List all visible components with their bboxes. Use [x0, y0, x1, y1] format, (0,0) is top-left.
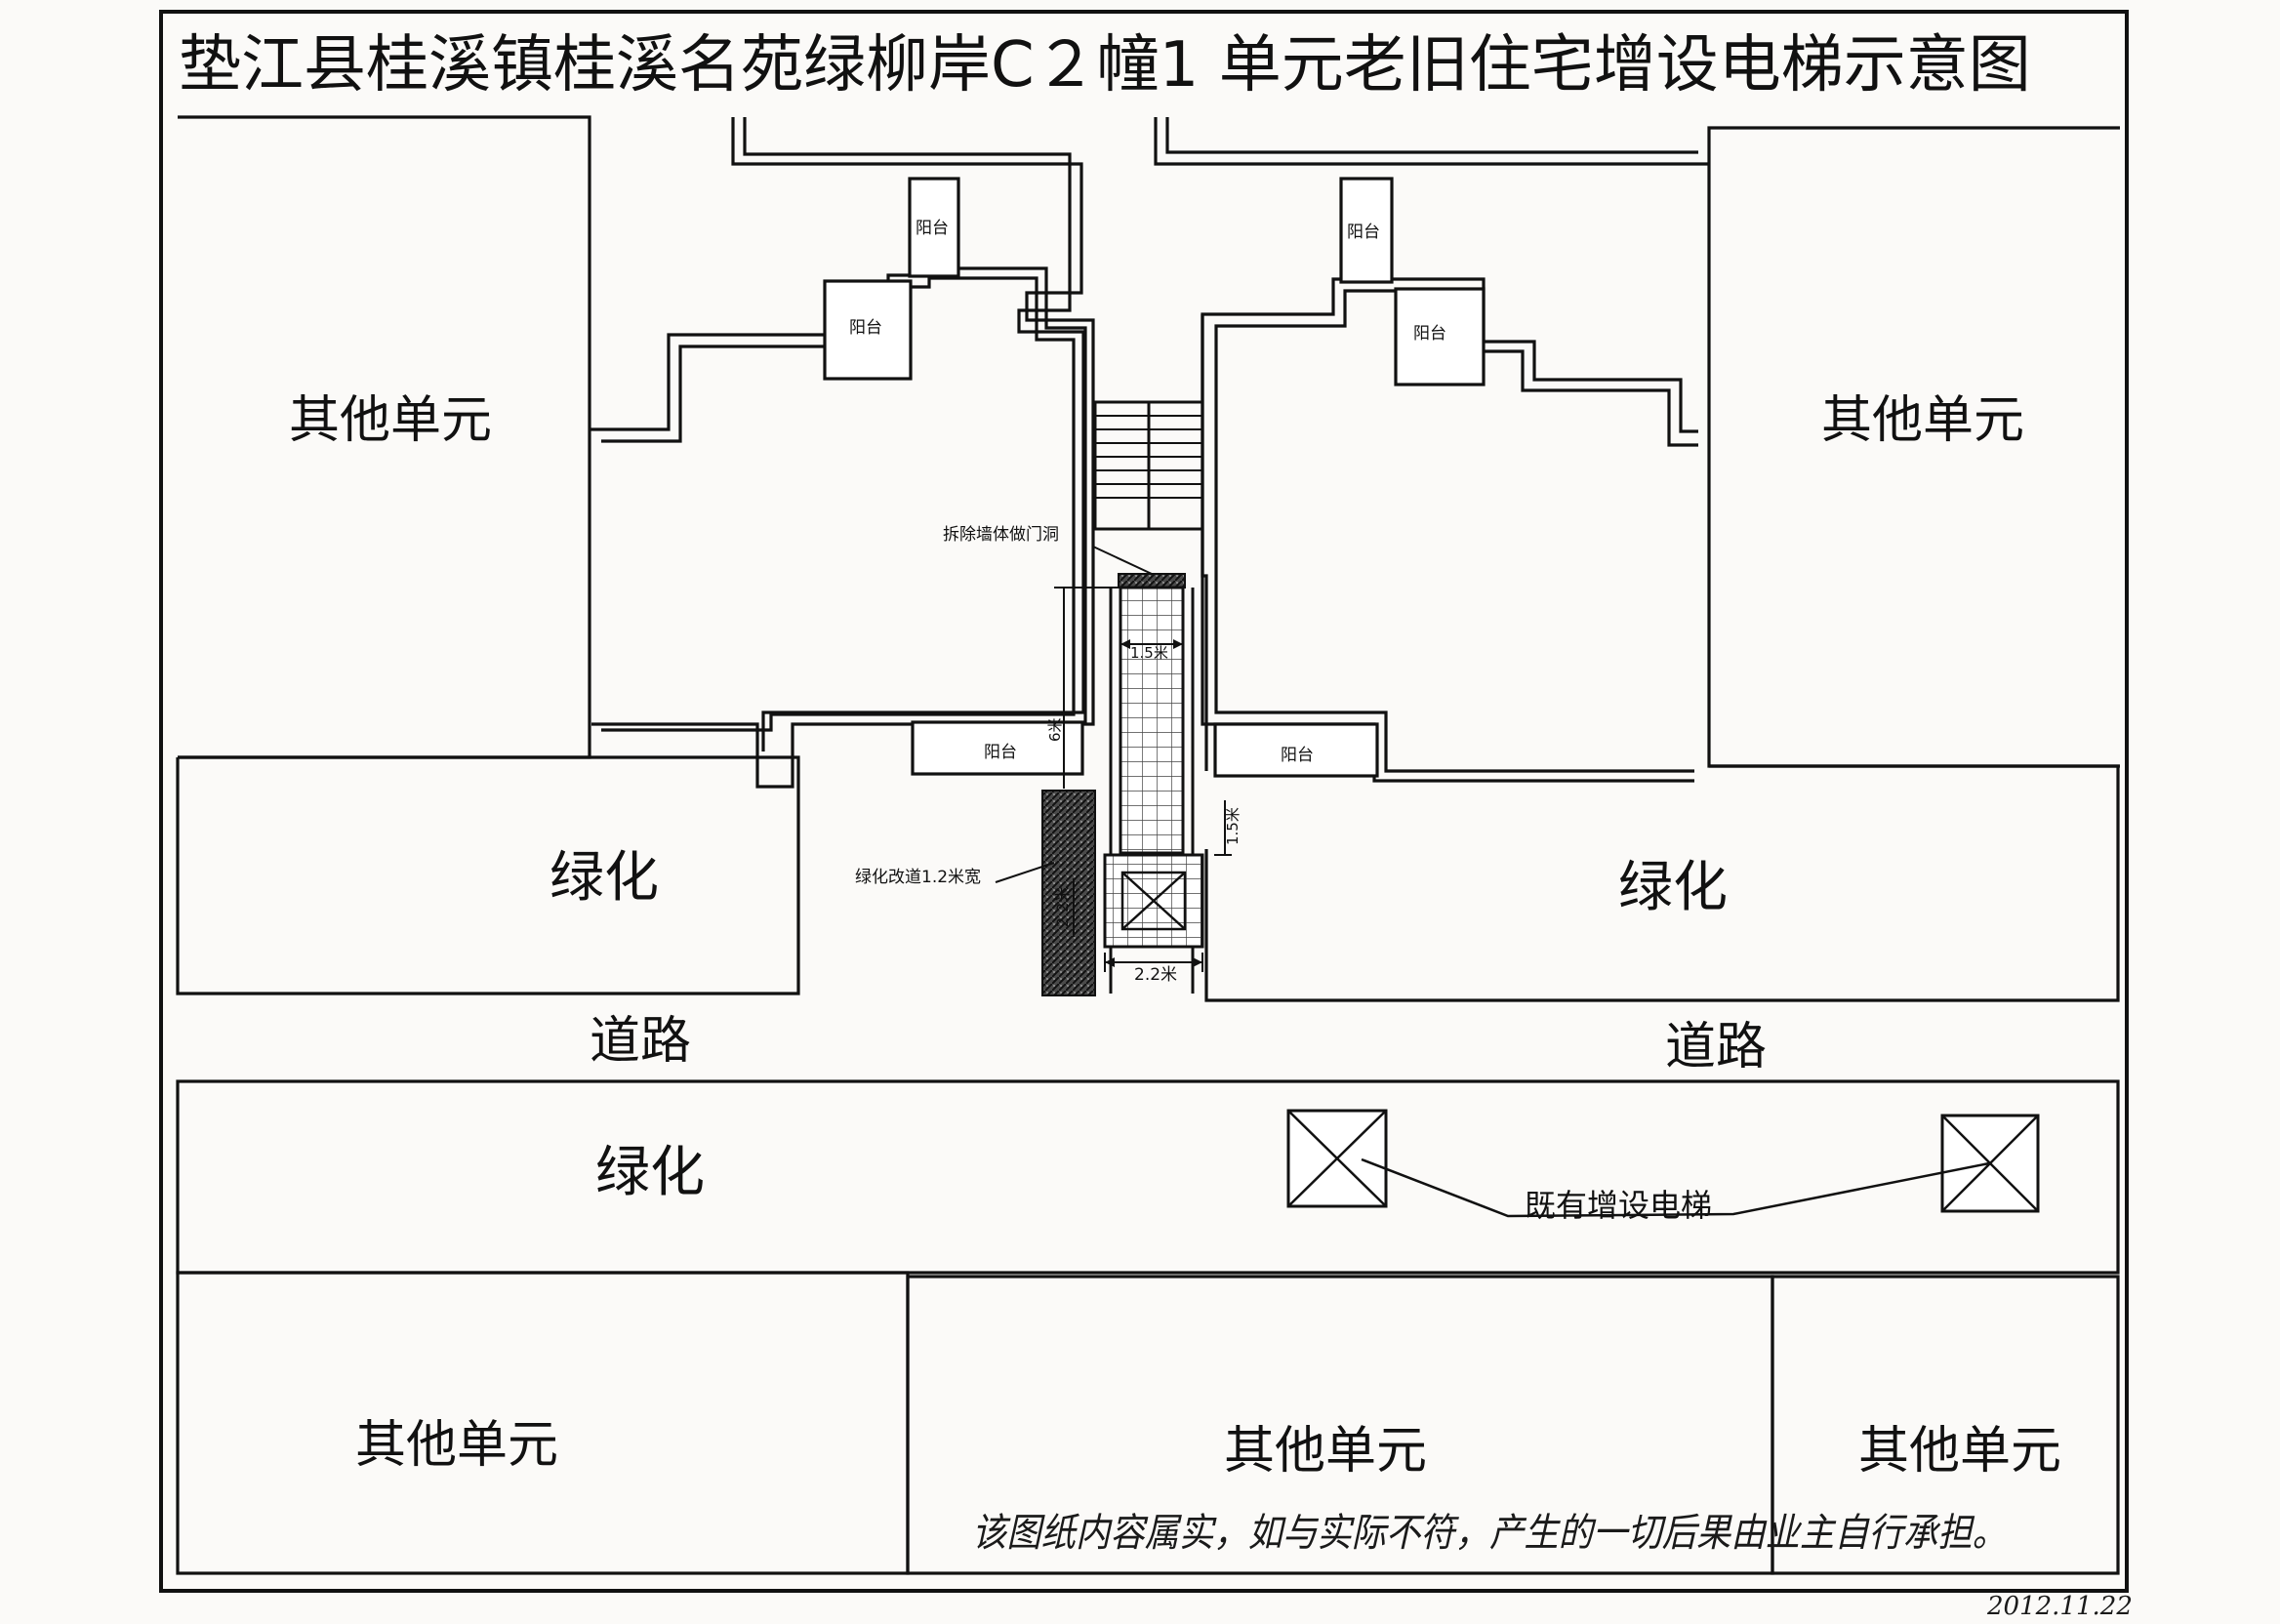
label-balcony-4: 阳台: [1347, 223, 1380, 242]
label-balcony-2: 阳台: [849, 318, 882, 338]
elevator-corridor: [1119, 586, 1185, 855]
right-balcony-upper: [1339, 177, 1394, 284]
left-balcony-middle: [823, 279, 913, 381]
label-road-right: 道路: [1665, 1018, 1767, 1076]
label-balcony-3: 阳台: [984, 743, 1017, 762]
label-balcony-1: 阳台: [916, 219, 949, 238]
label-balcony-5: 阳台: [1413, 324, 1446, 344]
label-road-left: 道路: [590, 1012, 691, 1071]
right-balcony-lower: [1213, 722, 1379, 778]
label-other-unit-bottom-middle: 其他单元: [1224, 1422, 1427, 1481]
label-other-unit-bottom-right: 其他单元: [1858, 1422, 2061, 1481]
dim-shaft-width: 1.5米: [1130, 644, 1168, 662]
handwritten-date: 2012.11.22: [1986, 1592, 2133, 1621]
label-greening-top-left: 绿化: [550, 846, 659, 910]
greening-top-left-outline: [176, 755, 800, 995]
label-other-unit-bottom-left: 其他单元: [355, 1416, 558, 1475]
label-balcony-6: 阳台: [1281, 746, 1314, 765]
left-building-inner-line: [743, 117, 1085, 751]
label-other-unit-top-left: 其他单元: [289, 391, 492, 450]
right-building-outline: [1154, 117, 1708, 166]
right-building-inner-line: [1165, 117, 1698, 154]
left-building-outline: [591, 117, 1095, 789]
greening-top-right-outline: [1204, 764, 2120, 1002]
label-remove-wall: 拆除墙体做门洞: [943, 525, 1059, 545]
left-balcony-lower: [911, 720, 1084, 776]
label-greening-top-right: 绿化: [1618, 856, 1728, 919]
dim-shaft-length: 6米: [1046, 717, 1064, 742]
label-green-path: 绿化改道1.2米宽: [855, 868, 981, 887]
door-opening-hatch: [1118, 573, 1186, 589]
label-existing-elevator: 既有增设电梯: [1525, 1187, 1712, 1224]
greening-bottom-band: [176, 1079, 2120, 1275]
other-unit-bottom-right: [1771, 1275, 2120, 1575]
left-apartment-room-inner: [601, 276, 1076, 732]
handwritten-note: 该图纸内容属实，如与实际不符，产生的一切后果由业主自行承担。: [972, 1511, 2007, 1556]
drawing-title: 垫江县桂溪镇桂溪名苑绿柳岸C２幢1 单元老旧住宅增设电梯示意图: [179, 29, 2031, 102]
stair-treads: [1095, 415, 1202, 499]
right-balcony-middle: [1394, 287, 1486, 386]
left-balcony-upper: [908, 177, 960, 278]
dim-elevator-depth: 2.2米: [1053, 887, 1072, 927]
label-other-unit-top-right: 其他单元: [1821, 391, 2024, 450]
dim-corridor-depth: 1.5米: [1224, 807, 1242, 845]
green-path-hatch: [1041, 790, 1096, 996]
label-greening-bottom: 绿化: [595, 1141, 705, 1204]
dim-elevator-width: 2.2米: [1134, 965, 1177, 985]
outer-frame: [159, 10, 2129, 1593]
